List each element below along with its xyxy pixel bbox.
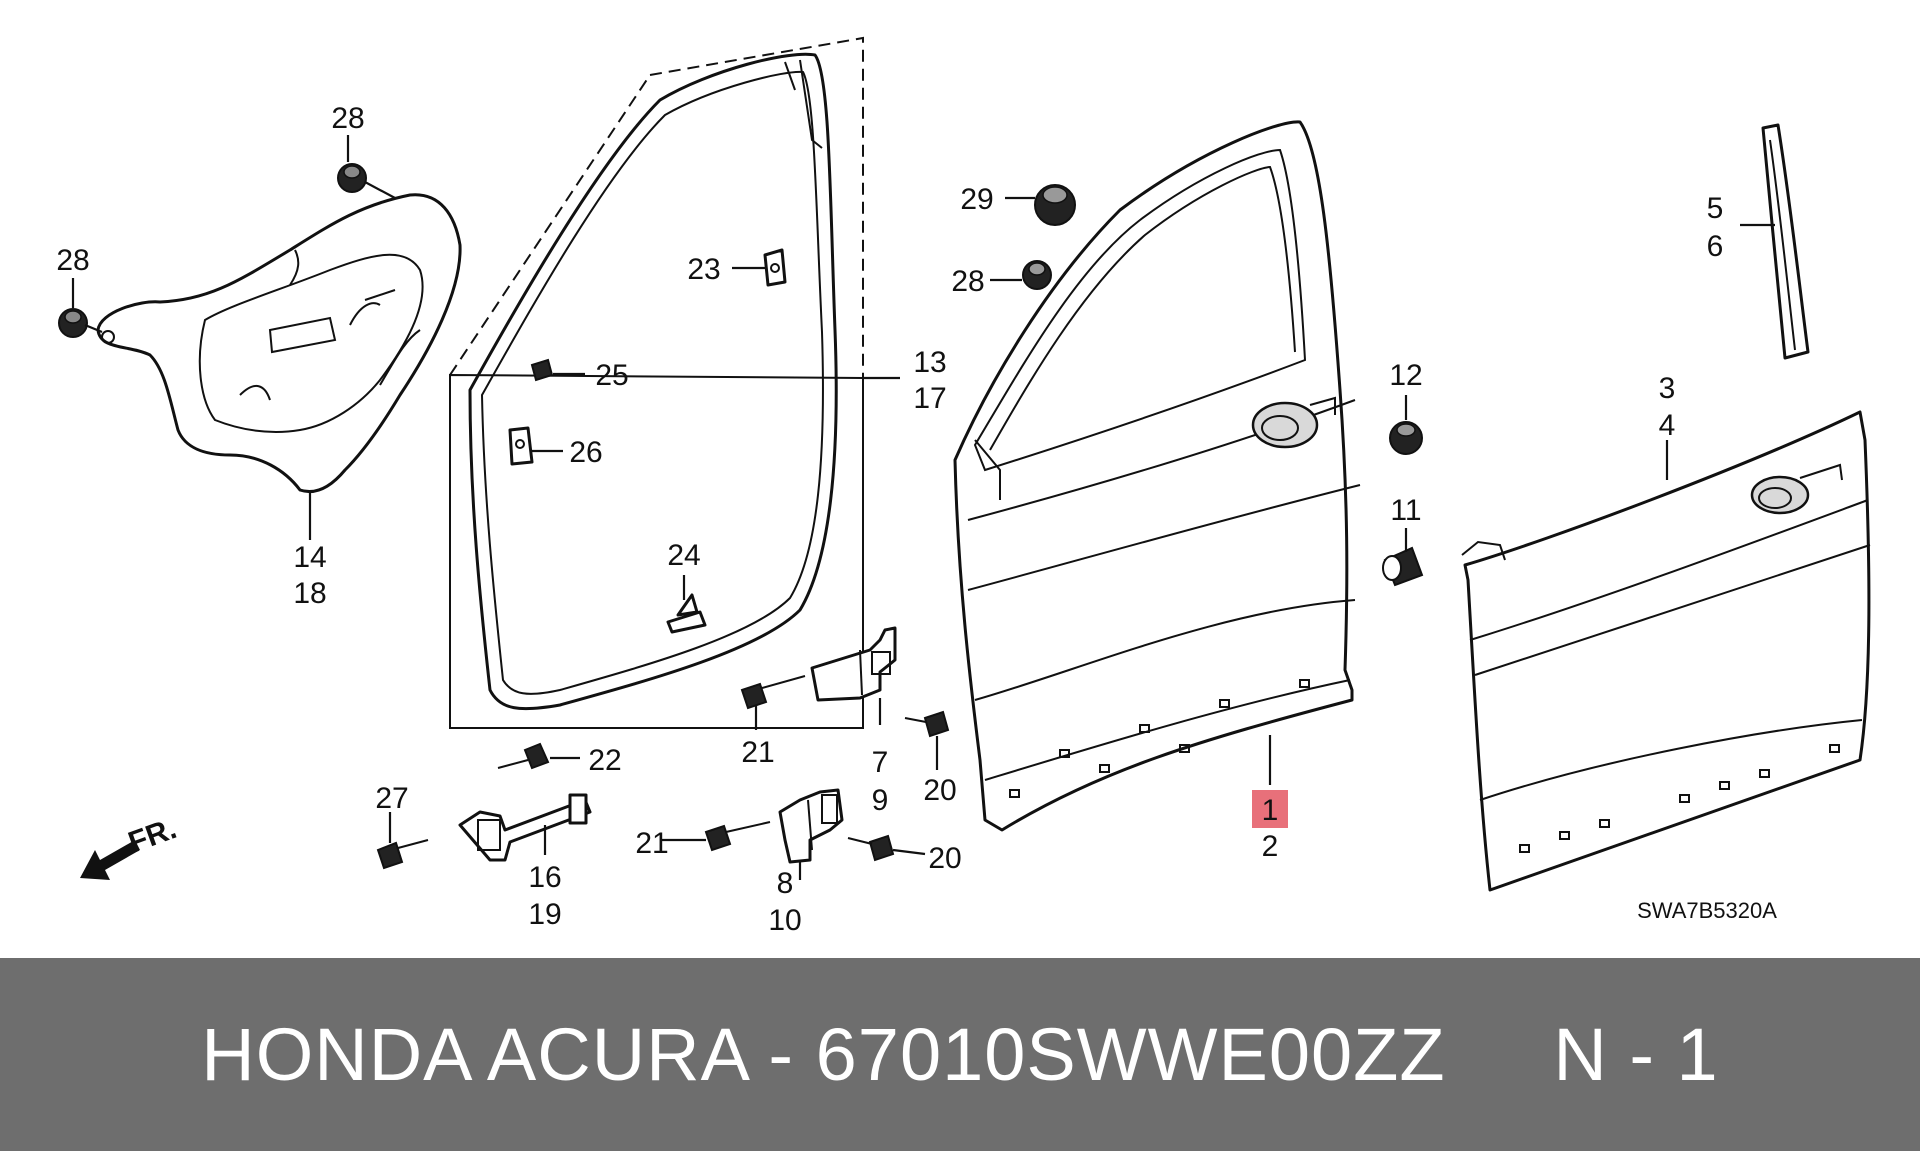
door-panel-cover [96, 193, 462, 494]
bolt-21-lower [704, 821, 771, 852]
callout-20-upper: 20 [923, 774, 956, 807]
callout-5: 5 [1707, 192, 1724, 225]
callout-12: 12 [1389, 359, 1422, 392]
drawing-id: SWA7B5320A [1637, 898, 1777, 923]
callout-25: 25 [595, 359, 628, 392]
callout-3: 3 [1659, 372, 1676, 405]
door-assembly [953, 120, 1361, 832]
footer-title: HONDA ACURA - 67010SWWE00ZZ N - 1 [0, 958, 1920, 1151]
part-number: 67010SWWE00ZZ [815, 1013, 1446, 1096]
grommet-12 [1389, 421, 1423, 455]
callout-28-middle: 28 [951, 265, 984, 298]
grommet-28-left [58, 308, 88, 338]
callout-16: 16 [528, 861, 561, 894]
callout-17: 17 [913, 382, 946, 415]
clip-25 [530, 358, 554, 382]
callout-22: 22 [588, 744, 621, 777]
front-direction-arrow-icon: FR. [80, 812, 181, 880]
callout-21-upper: 21 [741, 736, 774, 769]
callout-4: 4 [1659, 409, 1676, 442]
grommet-28-middle [1022, 260, 1052, 290]
callout-9: 9 [872, 784, 889, 817]
callout-14: 14 [293, 541, 326, 574]
door-checker [458, 793, 592, 862]
clip-23 [763, 248, 787, 287]
bolt-27 [376, 839, 429, 870]
callout-29: 29 [960, 183, 993, 216]
grommet-28-top [337, 163, 367, 193]
footer-banner: HONDA ACURA - 67010SWWE00ZZ N - 1 [0, 958, 1920, 1151]
bolt-22 [497, 742, 550, 770]
callout-27: 27 [375, 782, 408, 815]
callout-13: 13 [913, 346, 946, 379]
separator: - [768, 1013, 795, 1096]
callout-10: 10 [768, 904, 801, 937]
callout-19: 19 [528, 898, 561, 931]
parts-diagram: FR. 1 2 3 4 5 6 7 8 9 10 11 12 13 14 16 … [56, 36, 1871, 937]
bolt-21-upper [740, 675, 806, 710]
lower-hinge [778, 788, 844, 864]
position-label: N - 1 [1553, 1013, 1719, 1096]
callout-24: 24 [667, 539, 700, 572]
callout-labels: 1 2 3 4 5 6 7 8 9 10 11 12 13 14 16 17 1… [56, 102, 1723, 937]
grommet-11 [1382, 546, 1424, 587]
callout-28-left: 28 [56, 244, 89, 277]
bolt-20-lower [847, 834, 895, 862]
callout-11: 11 [1390, 494, 1421, 527]
brand-label: HONDA ACURA [201, 1013, 747, 1096]
callout-28-top: 28 [331, 102, 364, 135]
callout-20-lower: 20 [928, 842, 961, 875]
clip-24 [666, 593, 707, 634]
sash-trim [1761, 123, 1810, 360]
bolt-20-upper [904, 710, 950, 738]
door-outer-skin [1461, 410, 1871, 892]
direction-label: FR. [124, 812, 181, 860]
callout-8: 8 [777, 867, 794, 900]
upper-hinge [810, 626, 897, 702]
door-weatherstrip [449, 36, 864, 729]
highlight-marker [1252, 790, 1288, 828]
callout-2: 2 [1262, 830, 1279, 863]
callout-26: 26 [569, 436, 602, 469]
callout-21-lower: 21 [635, 827, 668, 860]
grommet-29 [1034, 184, 1076, 226]
callout-1: 1 [1262, 794, 1279, 827]
clip-26 [508, 426, 534, 466]
callout-6: 6 [1707, 230, 1724, 263]
diagram-canvas: FR. 1 2 3 4 5 6 7 8 9 10 11 12 13 14 16 … [56, 36, 1871, 937]
callout-23: 23 [687, 253, 720, 286]
callout-18: 18 [293, 577, 326, 610]
callout-7: 7 [872, 746, 889, 779]
